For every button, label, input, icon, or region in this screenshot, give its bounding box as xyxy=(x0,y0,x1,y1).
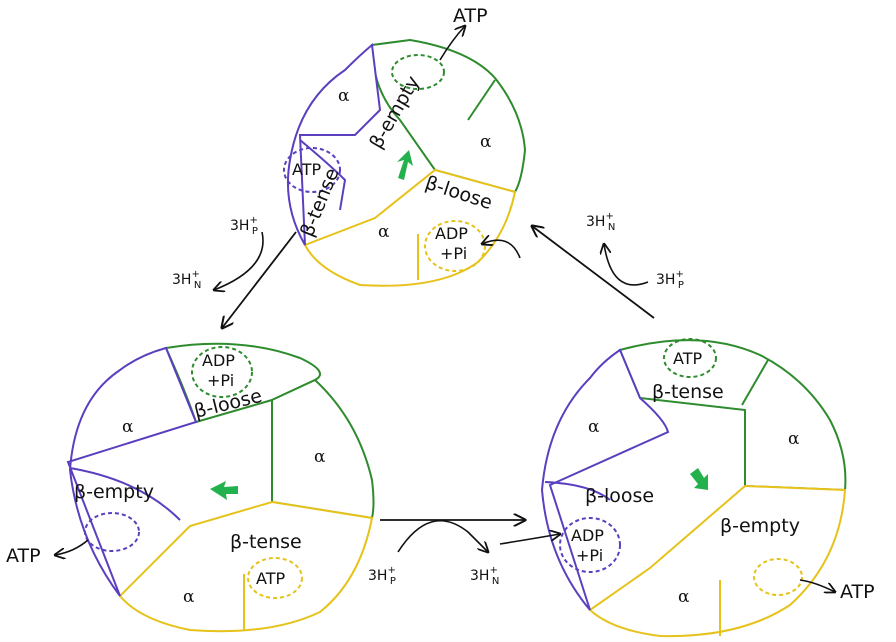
top-atp-released-label: ATP xyxy=(453,5,488,27)
top-green-divider xyxy=(467,79,496,121)
proton-n-label-1: 3H+N xyxy=(172,269,201,291)
proton-n-3-amount: 3H xyxy=(586,214,605,230)
left-beta-empty-label: β-empty xyxy=(74,481,154,503)
right-beta-tense-label: β-tense xyxy=(652,381,724,403)
right-beta-empty-label: β-empty xyxy=(720,515,800,537)
left-alpha-1: α xyxy=(122,417,134,437)
top-beta-loose-sector xyxy=(303,168,517,287)
proton-p-3-side: P xyxy=(678,280,684,291)
left-alpha-3: α xyxy=(183,587,195,607)
proton-p-2-side: P xyxy=(390,576,396,587)
transition-arrow-right-top xyxy=(532,226,655,319)
transition-arrow-top-left xyxy=(222,231,297,328)
right-purple-divider xyxy=(544,481,611,501)
right-beta-loose-label: β-loose xyxy=(585,485,654,507)
adp-entry-arrow-top xyxy=(482,240,521,259)
proton-n-2-charge: + xyxy=(489,565,497,576)
proton-n-1-side: N xyxy=(194,280,201,291)
right-alpha-3: α xyxy=(678,587,690,607)
proton-p-3-charge: + xyxy=(675,269,683,280)
top-rotor: α α α β-empty β-tense β-loose ATP ADP +P… xyxy=(283,5,527,287)
proton-n-1-charge: + xyxy=(191,269,199,280)
proton-flow-arrow-left-right xyxy=(397,520,488,552)
right-pi-label: +Pi xyxy=(576,546,603,565)
right-atp-release-arrow xyxy=(799,579,835,592)
left-alpha-2: α xyxy=(314,447,326,467)
top-purple-divider xyxy=(299,139,347,211)
proton-p-2-amount: 3H xyxy=(368,568,387,584)
top-atp-site-circle xyxy=(283,147,341,193)
left-atp-site-circle xyxy=(247,557,303,599)
right-adp-site-circle xyxy=(559,517,621,573)
top-adp-label: ADP xyxy=(435,224,468,243)
proton-flow-arrow-right-top xyxy=(604,244,649,286)
transition-right-to-top: 3H+N 3H+P xyxy=(482,211,684,319)
left-atp-released-label: ATP xyxy=(6,545,41,567)
right-atp-released-label: ATP xyxy=(840,581,875,603)
proton-n-label-2: 3H+N xyxy=(470,565,499,587)
proton-n-2-amount: 3H xyxy=(470,568,489,584)
top-alpha-1: α xyxy=(338,86,350,106)
top-beta-empty-sector xyxy=(370,38,527,194)
left-empty-site-circle xyxy=(84,512,140,552)
proton-n-3-side: N xyxy=(608,222,615,233)
proton-p-1-side: P xyxy=(252,226,258,237)
top-pi-label: +Pi xyxy=(440,244,467,263)
right-green-divider xyxy=(741,359,769,406)
adp-entry-arrow-right xyxy=(499,534,560,545)
left-atp-site-label: ATP xyxy=(256,569,285,588)
top-alpha-3: α xyxy=(378,222,390,242)
top-atp-site-label: ATP xyxy=(292,160,321,179)
proton-p-label-1: 3H+P xyxy=(230,215,258,237)
proton-n-label-3: 3H+N xyxy=(586,211,615,233)
right-beta-empty-sector xyxy=(588,484,847,638)
top-empty-site-circle xyxy=(391,54,445,90)
left-pi-label: +Pi xyxy=(207,371,234,390)
proton-p-2-charge: + xyxy=(387,565,395,576)
left-beta-tense-sector xyxy=(118,500,374,633)
top-atp-release-arrow xyxy=(439,26,465,61)
left-green-sector-2 xyxy=(271,378,375,520)
left-atp-release-arrow xyxy=(55,539,89,555)
left-rotor: α α α β-loose β-empty β-tense ADP +Pi AT… xyxy=(6,342,375,633)
right-alpha-1: α xyxy=(588,417,600,437)
left-rotation-arrow-icon xyxy=(210,481,238,500)
top-rotation-arrow-icon xyxy=(397,150,413,180)
right-rotation-arrow-icon xyxy=(690,468,708,490)
transition-top-to-left: 3H+P 3H+N xyxy=(172,215,297,328)
left-purple-divider xyxy=(69,467,181,521)
right-adp-label: ADP xyxy=(571,526,604,545)
top-beta-tense-sector xyxy=(286,43,382,246)
right-atp-site-label: ATP xyxy=(673,349,702,368)
right-atp-site-circle xyxy=(663,338,717,378)
proton-n-3-charge: + xyxy=(605,211,613,222)
right-rotor: α α α β-tense β-loose β-empty ATP ADP +P… xyxy=(540,338,875,638)
proton-p-3-amount: 3H xyxy=(656,272,675,288)
proton-flow-arrow-top-left xyxy=(214,231,264,290)
proton-p-label-2: 3H+P xyxy=(368,565,396,587)
left-adp-label: ADP xyxy=(202,351,235,370)
right-beta-tense-sector xyxy=(618,339,847,492)
right-alpha-2: α xyxy=(788,429,800,449)
proton-p-1-amount: 3H xyxy=(230,218,249,234)
right-empty-site-circle xyxy=(753,558,803,596)
proton-n-2-side: N xyxy=(492,576,499,587)
proton-n-1-amount: 3H xyxy=(172,272,191,288)
transition-left-to-right: 3H+P 3H+N xyxy=(368,520,560,587)
left-adp-site-circle xyxy=(191,346,253,398)
left-beta-tense-label: β-tense xyxy=(230,531,302,553)
top-alpha-2: α xyxy=(480,132,492,152)
proton-p-1-charge: + xyxy=(249,215,257,226)
proton-p-label-3: 3H+P xyxy=(656,269,684,291)
